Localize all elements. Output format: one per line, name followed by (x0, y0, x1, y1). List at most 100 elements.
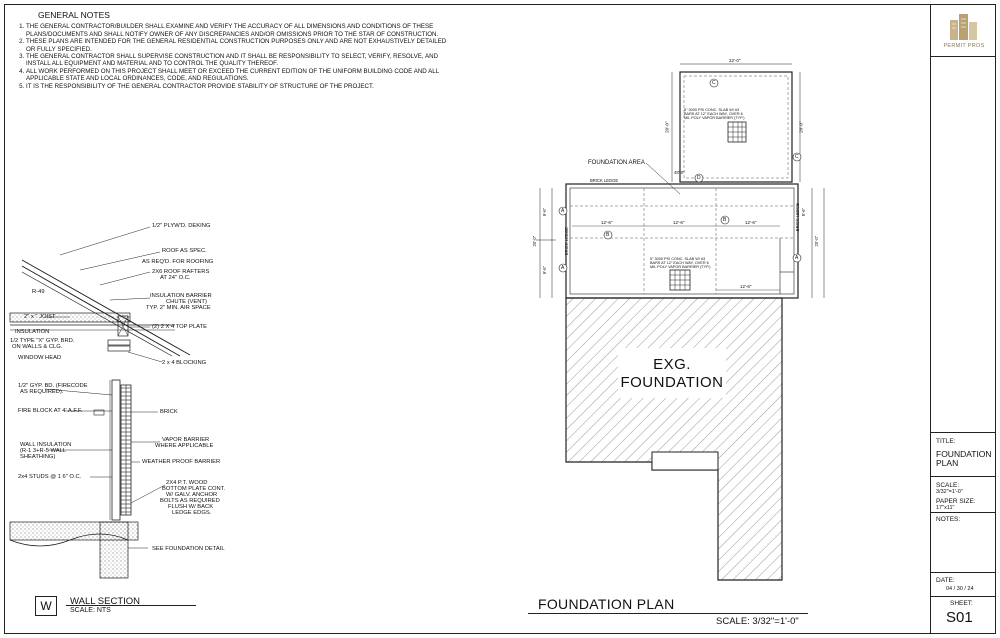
label-studs: 2x4 STUDS @ 1 6" O.C. (18, 474, 82, 480)
paper-size-label: PAPER SIZE: (936, 498, 976, 505)
note-item: THE GENERAL CONTRACTOR/BUILDER SHALL EXA… (26, 23, 454, 38)
slab-note-upper-3: MIL POLY VAPOR BARRIER (TYP.) (684, 116, 745, 120)
label-as-reqd: AS REQ'D. FOR ROOFING (142, 259, 214, 265)
label-insulation: INSULATION (15, 329, 50, 335)
label-plate-2: BOTTOM PLATE CONT. (162, 486, 226, 492)
label-see-foundation-detail: SEE FOUNDATION DETAIL (152, 546, 225, 552)
title-block (930, 4, 996, 634)
foundation-plan-underline (528, 613, 808, 614)
label-air-space: TYP. 2" MIN. AIR SPACE (146, 305, 211, 311)
date-value: 04 / 30 / 24 (946, 586, 974, 592)
paper-size-value: 17"x11" (936, 505, 955, 511)
slab-note-lower-1: 5" 3000 PSI CONC. SLAB W/ #3 (650, 257, 706, 261)
dim-top-width: 22'-0" (729, 58, 741, 63)
marker-c-top: C (712, 80, 716, 86)
dim-left-1: 9'-6" (542, 207, 548, 217)
section-markers (558, 78, 802, 273)
title-value-1: FOUNDATION (936, 449, 992, 459)
dim-seg-c: 12'-6" (745, 220, 757, 225)
label-r49: R-49 (32, 289, 45, 295)
label-plate-5: FLUSH W/ BACK (168, 504, 214, 510)
logo-text: PERMIT PROS (943, 43, 985, 49)
marker-b-left: B (606, 232, 610, 238)
slab-note-lower-2: BARS AT 12" EACH WAY, OVER 6 (650, 261, 709, 265)
note-item: IT IS THE RESPONSIBILITY OF THE GENERAL … (26, 83, 454, 90)
dim-right-upper: 20'-0" (798, 121, 804, 133)
title-block-divider-2 (930, 432, 996, 433)
note-item: ALL WORK PERFORMED ON THIS PROJECT SHALL… (26, 68, 454, 83)
dim-seg-a: 12'-6" (601, 220, 613, 225)
label-brick: BRICK (160, 409, 178, 415)
title-block-divider-1 (930, 56, 996, 57)
marker-a-left-top: A (561, 208, 565, 214)
company-logo (944, 10, 984, 42)
label-rafters: 2X6 ROOF RAFTERS (152, 269, 210, 275)
wall-section-badge: W (35, 596, 57, 616)
slab-note-upper-1: 5" 3000 PSI CONC. SLAB W/ #3 (684, 108, 740, 112)
building-icon (950, 14, 977, 40)
label-wall-sheathing-2: SHEATHING) (20, 454, 56, 460)
brick-ledge-top: BRICK LEDGE (590, 178, 619, 183)
label-plate-3: W/ GALV. ANCHOR (166, 492, 218, 498)
label-insulation-barrier: INSULATION BARRIER (150, 293, 212, 299)
general-notes-heading: GENERAL NOTES (38, 10, 110, 20)
label-roof: ROOF AS SPEC. (162, 248, 207, 254)
label-gyp-brd: 1/2 TYPE "X" GYP. BRD. (10, 338, 75, 344)
label-plate-1: 2X4 P.T. WOOD (166, 480, 208, 486)
label-top-plate: (2) 2 X 4 TOP PLATE (152, 324, 207, 330)
notes-label: NOTES: (936, 516, 961, 523)
title-block-divider-3 (930, 476, 996, 477)
marker-c-right: C (795, 154, 799, 160)
label-vapor-barrier: VAPOR BARRIER (162, 437, 210, 443)
existing-label-line-2: FOUNDATION (620, 374, 724, 391)
title-value-2: PLAN (936, 458, 959, 468)
slab-note-lower-3: MIL POLY VAPOR BARRIER (TYP.) (650, 265, 711, 269)
marker-b-right: B (723, 217, 727, 223)
label-walls-clg: ON WALLS & CLG. (12, 344, 63, 350)
wall-section-title: WALL SECTION (70, 596, 141, 607)
label-plate-4: BOLTS AS REQUIRED (160, 498, 220, 504)
label-blocking: 2 x 4 BLOCKING (162, 360, 207, 366)
marker-a-left-bottom: A (561, 265, 565, 271)
label-chute: CHUTE (VENT) (166, 299, 207, 305)
foundation-area-label: FOUNDATION AREA (588, 160, 645, 166)
label-joist: 2" x " JOIST (24, 314, 56, 320)
foundation-plan-drawing (536, 63, 825, 581)
label-as-required: AS REQUIRED). (20, 389, 64, 395)
dim-left-2: 20'-0" (532, 235, 538, 247)
marker-a-right: A (795, 255, 799, 261)
general-notes: GENERAL NOTES THE GENERAL CONTRACTOR/BUI… (14, 10, 454, 90)
label-plate-6: LEDGE EDGS. (172, 510, 212, 516)
sheet-label: SHEET: (950, 600, 973, 607)
wall-section-underline (66, 605, 196, 606)
label-where-applicable: WHERE APPLICABLE (155, 443, 214, 449)
dim-seg-b: 12'-6" (673, 220, 685, 225)
general-notes-list: THE GENERAL CONTRACTOR/BUILDER SHALL EXA… (14, 23, 454, 90)
label-wall-insulation: WALL INSULATION (20, 442, 72, 448)
drawing-linework (9, 63, 825, 581)
existing-label-line-1: EXG. (653, 356, 691, 373)
marker-d: D (697, 175, 701, 181)
date-label: DATE: (936, 577, 955, 584)
sheet-number: S01 (946, 609, 973, 626)
label-plywood-decking: 1/2" PLYW'D. DEKING (152, 223, 211, 229)
brick-ledge-left: BRICK LEDGE (563, 227, 569, 256)
label-fire-block: FIRE BLOCK AT 4' A.F.F. (18, 408, 83, 414)
note-item: THESE PLANS ARE INTENDED FOR THE GENERAL… (26, 38, 454, 53)
wall-section-drawing (9, 226, 191, 579)
title-block-divider-6 (930, 596, 996, 597)
label-weather-barrier: WEATHER PROOF BARRIER (142, 459, 221, 465)
dim-right-2: 20'-0" (814, 235, 820, 247)
scale-value: 3/32"=1'-0" (936, 489, 963, 495)
foundation-plan-scale: SCALE: 3/32"=1'-0" (716, 616, 799, 627)
title-block-divider-5 (930, 572, 996, 573)
slab-note-upper-2: BARS AT 12" EACH WAY, OVER 6 (684, 112, 743, 116)
dim-right-1: 9'-6" (801, 207, 807, 217)
title-block-divider-4 (930, 512, 996, 513)
dim-left-3: 9'-6" (542, 265, 548, 275)
scale-label: SCALE: (936, 482, 960, 489)
label-wall-sheathing-1: (R-1 3+R-5 WALL (20, 448, 67, 454)
dim-left-upper: 20'-0" (664, 121, 670, 133)
label-rafters-oc: AT 24" O.C. (160, 275, 191, 281)
label-window-head: WINDOW HEAD (18, 355, 62, 361)
